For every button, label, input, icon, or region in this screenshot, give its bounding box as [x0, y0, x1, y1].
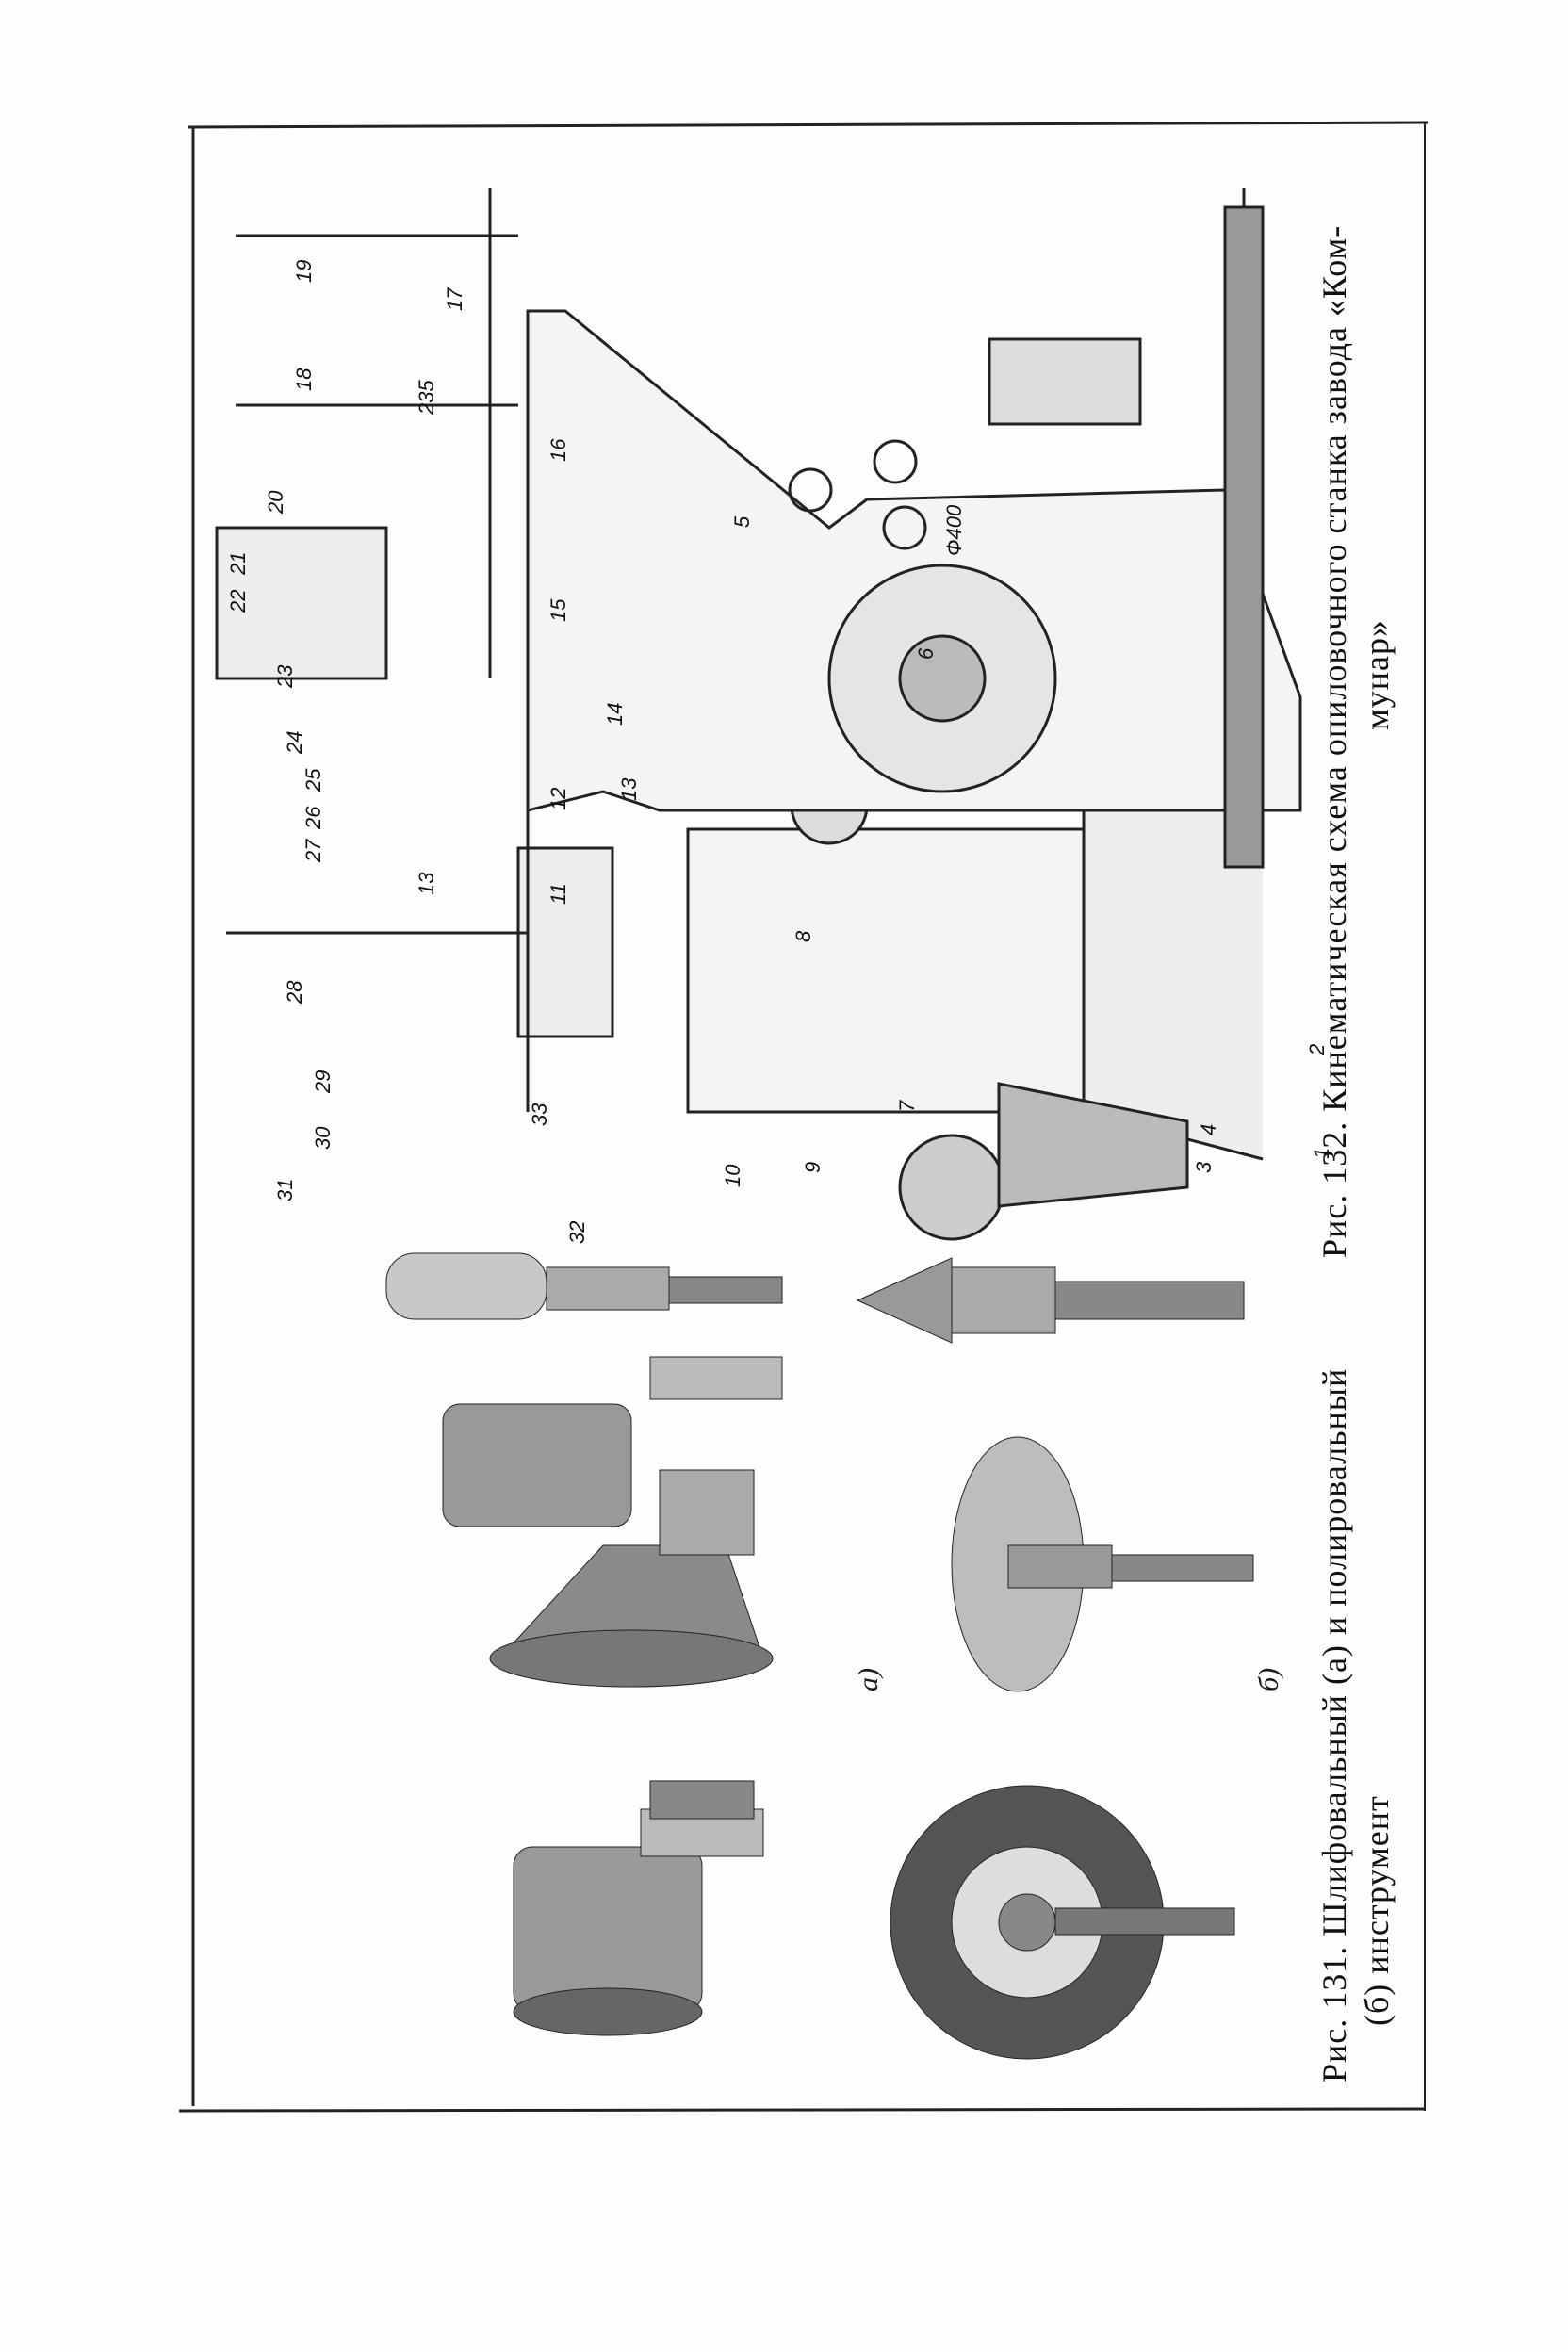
callout-5: 5 — [730, 515, 754, 528]
fig131-tools — [385, 1252, 1254, 2060]
callout-7: 7 — [895, 1100, 919, 1112]
drive-box-29 — [988, 337, 1142, 426]
callout-8: 8 — [792, 930, 815, 942]
callout-9: 9 — [801, 1161, 825, 1173]
fig132-caption-line2: мунар» — [1358, 618, 1396, 730]
callout-12: 12 — [547, 787, 570, 810]
fig132-machine — [215, 188, 1302, 1241]
callout-33: 33 — [528, 1102, 551, 1126]
tool-mounted-point — [385, 1252, 783, 1320]
fig132-caption-line1: Рис. 132. Кинематическая схема опиловочн… — [1315, 224, 1353, 1258]
tool-wire-brush — [890, 1785, 1235, 2060]
subfigure-label-a: а) — [853, 1668, 884, 1691]
fig131-caption-line2: (б) инструмент — [1358, 1795, 1396, 2026]
pulley-13b — [788, 467, 833, 513]
callout-30: 30 — [311, 1126, 335, 1150]
callout-14: 14 — [603, 702, 627, 726]
tool-cone — [489, 1469, 774, 1688]
callout-19: 19 — [292, 259, 316, 283]
callout-28: 28 — [283, 980, 306, 1004]
pulley-13a — [882, 505, 927, 550]
tool-cylinder-large — [513, 1780, 764, 2036]
callout-20: 20 — [264, 490, 287, 514]
dimension-label: Ф400 — [942, 504, 966, 556]
tool-felt-wheel — [951, 1436, 1254, 1692]
callout-27: 27 — [302, 839, 325, 862]
callout-21: 21 — [226, 551, 250, 575]
motor-1 — [997, 1082, 1189, 1208]
callout-15: 15 — [547, 598, 570, 622]
callout-17: 17 — [443, 287, 466, 311]
pulley-11 — [873, 439, 918, 484]
callout-23: 23 — [273, 664, 297, 688]
callout-10: 10 — [721, 1164, 744, 1187]
callout-13a: 13 — [415, 872, 438, 895]
callout-22: 22 — [226, 589, 250, 612]
callout-29: 29 — [311, 1070, 335, 1093]
frame-bottom-rule — [178, 2107, 1426, 2113]
callout-11: 11 — [547, 883, 570, 905]
tool-cylinder-small — [442, 1356, 783, 1527]
callout-31: 31 — [273, 1178, 297, 1201]
callout-32: 32 — [565, 1220, 589, 1244]
callout-24: 24 — [283, 730, 306, 754]
callout-3: 3 — [1192, 1161, 1216, 1173]
frame-top-rule — [188, 121, 1429, 129]
callout-16: 16 — [547, 438, 570, 462]
upper-head — [516, 846, 614, 1038]
fig131-caption-line1: Рис. 131. Шлифовальный (а) и полировальн… — [1315, 1367, 1353, 2082]
callout-18: 18 — [292, 368, 316, 391]
subfigure-label-b: б) — [1253, 1667, 1284, 1691]
machine-column — [686, 827, 1086, 1114]
callout-26: 26 — [302, 806, 325, 829]
callout-4: 4 — [1197, 1123, 1220, 1135]
callout-235: 235 — [415, 380, 438, 415]
pulley-2 — [898, 1134, 1005, 1241]
callout-6: 6 — [914, 647, 938, 660]
callout-25: 25 — [302, 768, 325, 792]
tool-cone-point — [856, 1257, 1245, 1344]
arm-upper — [215, 526, 388, 680]
table-32 — [1223, 205, 1265, 869]
callout-13b: 13 — [617, 777, 641, 801]
machine-body — [526, 309, 1302, 812]
